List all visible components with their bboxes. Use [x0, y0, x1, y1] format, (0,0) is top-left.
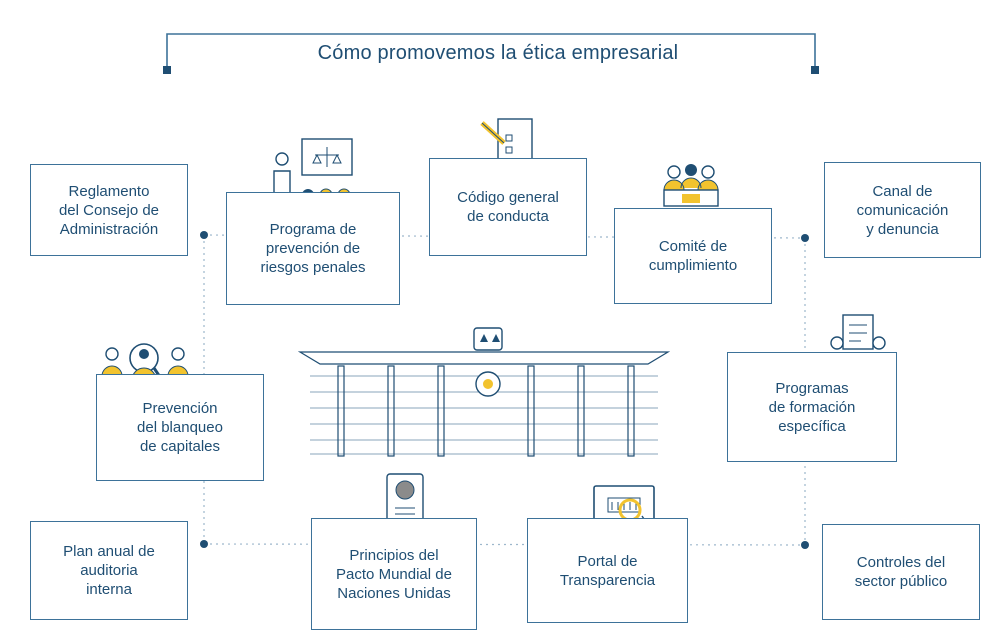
- box-prevencion-blanqueo: Prevención del blanqueo de capitales: [96, 374, 264, 481]
- building-icon: [298, 327, 670, 457]
- box-plan-auditoria: Plan anual de auditoria interna: [30, 521, 188, 620]
- box-controles-sector-publico: Controles del sector público: [822, 524, 980, 620]
- box-pacto-mundial: Principios del Pacto Mundial de Naciones…: [311, 518, 477, 630]
- box-canal-comunicacion: Canal de comunicación y denuncia: [824, 162, 981, 258]
- box-comite-cumplimiento: Comité de cumplimiento: [614, 208, 772, 304]
- committee-icon: [663, 164, 719, 207]
- diagram-title: Cómo promovemos la ética empresarial: [317, 42, 679, 64]
- box-codigo-conducta: Código general de conducta: [429, 158, 587, 256]
- certificate-icon: [386, 473, 424, 531]
- box-programas-formacion: Programas de formación específica: [727, 352, 897, 462]
- document-pen-icon: [480, 118, 533, 162]
- box-programa-prevencion: Programa de prevención de riesgos penale…: [226, 192, 400, 305]
- box-reglamento-consejo: Reglamento del Consejo de Administración: [30, 164, 188, 256]
- box-portal-transparencia: Portal de Transparencia: [527, 518, 688, 623]
